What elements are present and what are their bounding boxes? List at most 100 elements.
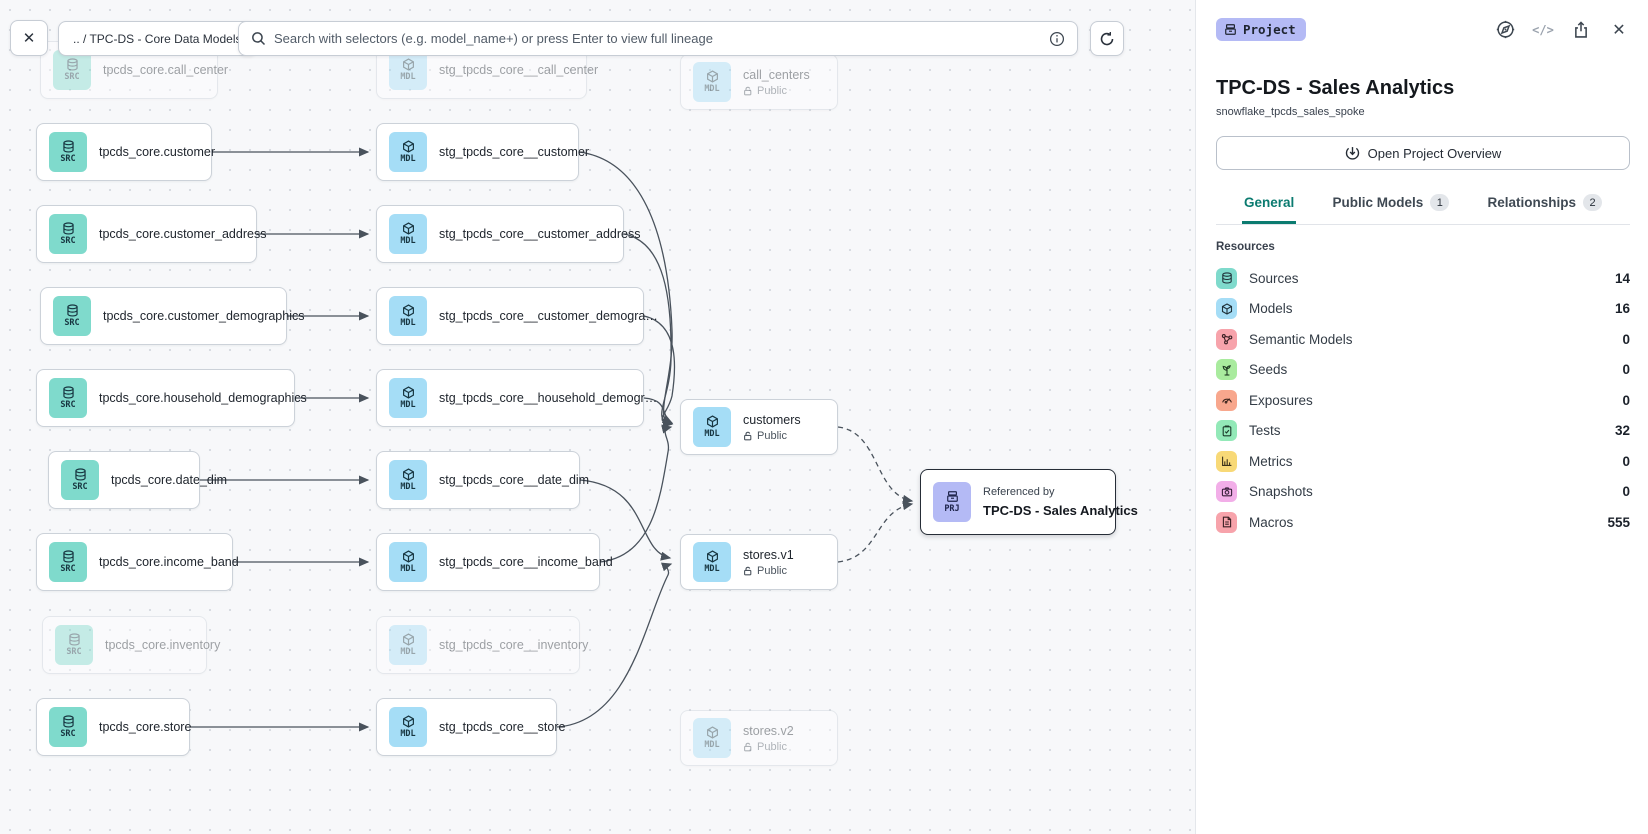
info-icon[interactable] xyxy=(1049,31,1065,47)
node-label: stores.v2 xyxy=(743,723,794,738)
search-bar[interactable] xyxy=(238,21,1078,56)
resource-row-models[interactable]: Models 16 xyxy=(1216,294,1630,325)
node-model-customers[interactable]: MDL customers Public xyxy=(680,399,838,455)
referenced-by-label: Referenced by xyxy=(983,486,1055,498)
node-model-stg-customer[interactable]: MDL stg_tpcds_core__customer xyxy=(376,123,589,181)
badge-label: PRJ xyxy=(944,504,960,514)
resource-count: 0 xyxy=(1622,331,1630,347)
node-source-customer-address[interactable]: SRC tpcds_core.customer_address xyxy=(36,205,266,263)
node-model-stg-income-band[interactable]: MDL stg_tpcds_core__income_band xyxy=(376,533,613,591)
node-label: stg_tpcds_core__customer_address xyxy=(439,227,641,241)
lineage-canvas[interactable]: SRC tpcds_core.call_center SRC tpcds_cor… xyxy=(0,0,1196,834)
close-panel-icon[interactable]: ✕ xyxy=(1612,21,1626,39)
resource-label: Metrics xyxy=(1249,453,1293,469)
resource-row-semantic-models[interactable]: Semantic Models 0 xyxy=(1216,324,1630,355)
badge-label: MDL xyxy=(400,236,416,246)
explore-lineage-icon[interactable] xyxy=(1494,19,1516,41)
resource-row-exposures[interactable]: Exposures 0 xyxy=(1216,385,1630,416)
model-badge: MDL xyxy=(389,378,427,418)
badge-label: SRC xyxy=(64,318,80,328)
node-model-stg-customer-address[interactable]: MDL stg_tpcds_core__customer_address xyxy=(376,205,641,263)
access-label: Public xyxy=(757,84,787,97)
node-label: tpcds_core.inventory xyxy=(105,638,221,652)
open-project-overview-button[interactable]: Open Project Overview xyxy=(1216,136,1630,170)
badge-label: MDL xyxy=(400,72,416,82)
node-model-stg-date-dim[interactable]: MDL stg_tpcds_core__date_dim xyxy=(376,451,589,509)
model-badge: MDL xyxy=(389,296,427,336)
panel-subtitle: snowflake_tpcds_sales_spoke xyxy=(1216,106,1365,118)
badge-label: SRC xyxy=(60,236,76,246)
node-source-date-dim[interactable]: SRC tpcds_core.date_dim xyxy=(48,451,227,509)
resource-row-sources[interactable]: Sources 14 xyxy=(1216,263,1630,294)
model-badge: MDL xyxy=(389,707,427,747)
resource-row-macros[interactable]: Macros 555 xyxy=(1216,507,1630,538)
node-label: tpcds_core.store xyxy=(99,720,192,734)
search-input[interactable] xyxy=(274,31,1041,46)
node-model-stores-v1[interactable]: MDL stores.v1 Public xyxy=(680,534,838,590)
breadcrumb[interactable]: .. / TPC-DS - Core Data Models xyxy=(58,21,257,56)
macros-icon xyxy=(1216,511,1237,533)
resource-row-snapshots[interactable]: Snapshots 0 xyxy=(1216,477,1630,508)
resource-row-seeds[interactable]: Seeds 0 xyxy=(1216,355,1630,386)
node-source-store[interactable]: SRC tpcds_core.store xyxy=(36,698,192,756)
badge-label: MDL xyxy=(704,84,720,94)
resource-row-tests[interactable]: Tests 32 xyxy=(1216,416,1630,447)
source-badge: SRC xyxy=(53,296,91,336)
model-badge: MDL xyxy=(389,625,427,665)
project-badge: PRJ xyxy=(933,482,971,522)
node-project-sales-analytics[interactable]: PRJ Referenced by TPC-DS - Sales Analyti… xyxy=(920,469,1138,535)
badge-label: SRC xyxy=(60,400,76,410)
model-badge: MDL xyxy=(389,132,427,172)
node-source-customer[interactable]: SRC tpcds_core.customer xyxy=(36,123,215,181)
model-badge: MDL xyxy=(693,407,731,447)
source-badge: SRC xyxy=(61,460,99,500)
resources-header: Resources xyxy=(1216,241,1275,253)
badge-label: MDL xyxy=(704,740,720,750)
node-label: stg_tpcds_core__household_demogr… xyxy=(439,391,658,405)
tab-count-badge: 2 xyxy=(1583,194,1602,211)
node-model-stores-v2[interactable]: MDL stores.v2 Public xyxy=(680,710,838,766)
node-source-income-band[interactable]: SRC tpcds_core.income_band xyxy=(36,533,239,591)
project-details-panel: Project </> ✕ TPC-DS - Sales Analytics s… xyxy=(1196,0,1648,834)
unlock-icon xyxy=(744,742,752,751)
badge-label: MDL xyxy=(704,429,720,439)
unlock-icon xyxy=(744,431,752,440)
node-label: tpcds_core.date_dim xyxy=(111,473,228,487)
node-label: stg_tpcds_core__inventory xyxy=(439,638,589,652)
semantic-models-icon xyxy=(1216,328,1237,350)
tests-icon xyxy=(1216,420,1237,442)
resource-row-metrics[interactable]: Metrics 0 xyxy=(1216,446,1630,477)
node-source-household-demographics[interactable]: SRC tpcds_core.household_demographics xyxy=(36,369,307,427)
project-icon xyxy=(1225,24,1236,35)
model-badge: MDL xyxy=(693,62,731,102)
share-icon[interactable] xyxy=(1570,19,1592,41)
code-icon[interactable]: </> xyxy=(1532,22,1554,37)
node-label: stg_tpcds_core__income_band xyxy=(439,555,613,569)
resource-count: 14 xyxy=(1614,270,1630,286)
refresh-button[interactable] xyxy=(1090,21,1124,56)
resource-label: Models xyxy=(1249,301,1293,317)
badge-label: SRC xyxy=(64,72,80,82)
node-model-stg-store[interactable]: MDL stg_tpcds_core__store xyxy=(376,698,565,756)
badge-label: MDL xyxy=(400,729,416,739)
source-badge: SRC xyxy=(49,707,87,747)
node-model-stg-household-demographics[interactable]: MDL stg_tpcds_core__household_demogr… xyxy=(376,369,657,427)
node-label: tpcds_core.income_band xyxy=(99,555,239,569)
tab-general[interactable]: General xyxy=(1242,188,1297,224)
node-model-stg-customer-demographics[interactable]: MDL stg_tpcds_core__customer_demogra… xyxy=(376,287,658,345)
model-badge: MDL xyxy=(389,542,427,582)
node-model-stg-inventory[interactable]: MDL stg_tpcds_core__inventory xyxy=(376,616,588,674)
search-icon xyxy=(252,32,266,46)
node-source-customer-demographics[interactable]: SRC tpcds_core.customer_demographics xyxy=(40,287,305,345)
close-lineage-button[interactable]: ✕ xyxy=(10,20,48,56)
node-label: stg_tpcds_core__date_dim xyxy=(439,473,590,487)
node-model-call-centers[interactable]: MDL call_centers Public xyxy=(680,54,838,110)
model-badge: MDL xyxy=(389,460,427,500)
unlock-icon xyxy=(744,566,752,575)
node-source-inventory[interactable]: SRC tpcds_core.inventory xyxy=(42,616,220,674)
badge-label: MDL xyxy=(400,154,416,164)
metrics-icon xyxy=(1216,450,1237,472)
